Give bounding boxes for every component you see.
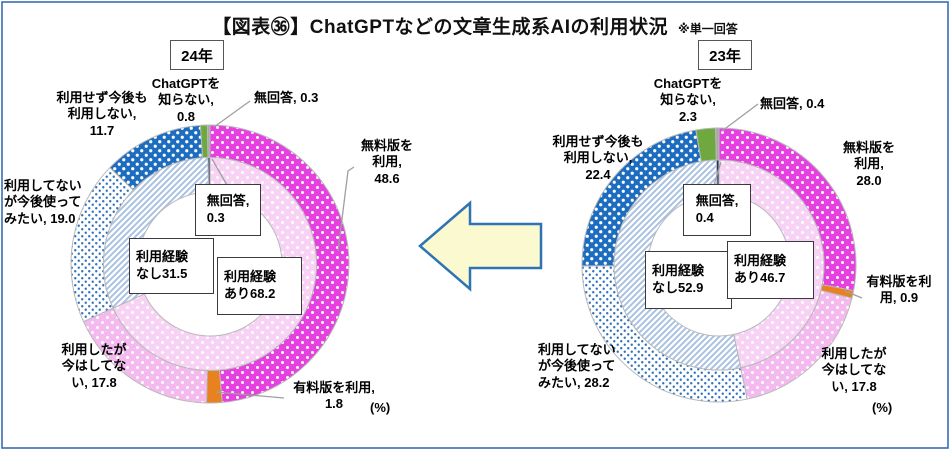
leader-line — [337, 166, 355, 252]
left-block-arrow-icon — [418, 200, 543, 292]
callout-23-used-before: 利用したが 今はしてな い, 17.8 — [821, 346, 887, 394]
callout-23-paid: 有料版を利 用, 0.9 — [866, 274, 932, 306]
callout-24-paid: 有料版を利用, 1.8 — [293, 380, 375, 412]
unit-label-23: (%) — [872, 400, 893, 415]
inner-box-24-exp: 利用経験 あり68.2 — [217, 257, 302, 315]
leader-line — [713, 161, 722, 186]
figure-title: 【図表㊱】ChatGPTなどの文章生成系AIの利用状況 — [212, 17, 669, 38]
donut-23年-outer-segment — [715, 127, 720, 161]
inner-box-23-exp: 利用経験 あり46.7 — [727, 241, 814, 299]
donut-23年-inner-segment — [718, 159, 825, 369]
leader-line — [844, 290, 863, 299]
inner-box-24-no-exp: 利用経験 なし31.5 — [129, 238, 214, 294]
callout-24-no-answer: 無回答, 0.3 — [254, 90, 319, 105]
leader-line — [215, 391, 285, 399]
leader-line — [213, 100, 251, 128]
callout-24-free: 無料版を 利用, 48.6 — [360, 138, 413, 186]
figure-title-note: ※単一回答 — [678, 22, 738, 36]
leader-line — [211, 158, 228, 186]
callout-24-used-before: 利用したが 今はしてな い, 17.8 — [61, 342, 127, 390]
callout-23-no-answer: 無回答, 0.4 — [760, 96, 825, 111]
donut-24年-outer-segment — [206, 369, 223, 404]
callout-24-no-use: 利用せず今後も 利用しない, 11.7 — [56, 90, 148, 138]
callout-23-no-use: 利用せず今後も 利用しない, 22.4 — [552, 134, 644, 182]
unit-label-24: (%) — [370, 400, 391, 415]
year-label-24: 24年 — [170, 40, 224, 70]
callout-23-free: 無料版を 利用, 28.0 — [842, 140, 895, 188]
callout-23-dont-know: ChatGPTを 知らない, 2.3 — [653, 76, 723, 124]
figure-title-row: 【図表㊱】ChatGPTなどの文章生成系AIの利用状況 ※単一回答 — [0, 12, 950, 39]
donut-24年-outer-segment — [206, 124, 211, 159]
callout-24-want-future: 利用してない が今後使って みたい, 19.0 — [4, 178, 82, 226]
inner-box-24-no-answer: 無回答, 0.3 — [195, 184, 261, 236]
inner-box-23-no-answer: 無回答, 0.4 — [683, 184, 751, 236]
callout-23-want-future: 利用してない が今後使って みたい, 28.2 — [538, 342, 616, 390]
inner-box-23-no-exp: 利用経験 なし52.9 — [645, 251, 732, 309]
callout-24-dont-know: ChatGPTを 知らない, 0.8 — [151, 76, 221, 124]
year-label-23: 23年 — [698, 40, 752, 70]
leader-line — [721, 103, 759, 132]
